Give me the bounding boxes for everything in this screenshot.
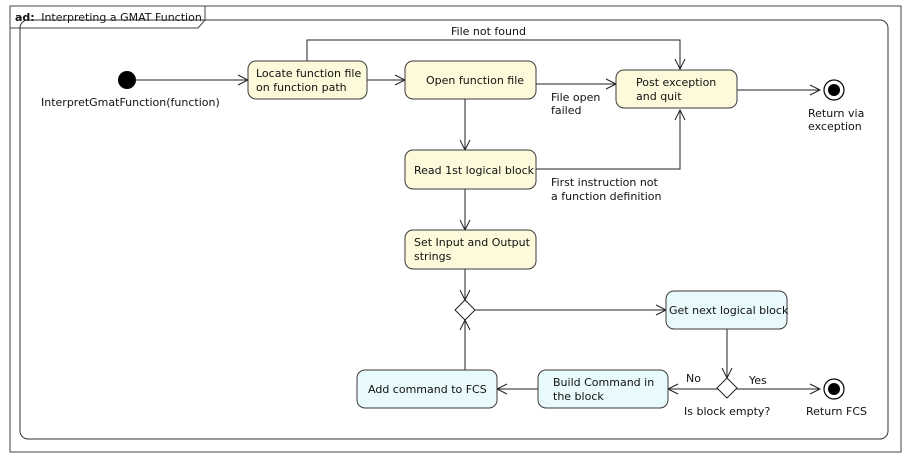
edge-label-no: No <box>686 372 701 385</box>
action-open-function-file: Open function file <box>404 60 537 100</box>
svg-text:Open function file: Open function file <box>426 74 524 87</box>
action-read-logical-block: Read 1st logical block <box>404 149 537 190</box>
frame-header: ad: Interpreting a GMAT Function <box>15 11 202 24</box>
svg-text:strings: strings <box>414 250 452 263</box>
decision-label-is-block-empty: Is block empty? <box>684 405 770 418</box>
block-empty-decision-node <box>716 377 738 399</box>
svg-text:Build Command in: Build Command in <box>553 376 654 389</box>
svg-text:Post exception: Post exception <box>636 76 716 89</box>
action-get-next-logical-block: Get next logical block <box>665 290 789 330</box>
initial-node <box>118 71 136 89</box>
svg-text:Locate function file: Locate function file <box>256 67 361 80</box>
edge-label-file-open-failed-2: failed <box>551 104 581 117</box>
final-node-exception-label-2: exception <box>808 120 862 133</box>
svg-text:Add command to FCS: Add command to FCS <box>368 383 487 396</box>
frame-header-tab <box>10 6 206 29</box>
action-add-command-to-fcs: Add command to FCS <box>356 369 498 409</box>
edge-label-file-not-found: File not found <box>451 25 526 38</box>
edge-label-first-instruction: First instruction not <box>551 176 659 189</box>
final-node-fcs <box>823 378 845 400</box>
initial-node-label: InterpretGmatFunction(function) <box>41 96 220 109</box>
edge-label-first-instruction-2: a function definition <box>551 190 661 203</box>
svg-text:Set Input and Output: Set Input and Output <box>414 236 531 249</box>
edge-label-file-open-failed: File open <box>551 91 600 104</box>
svg-text:Get next logical block: Get next logical block <box>669 304 789 317</box>
final-node-fcs-label: Return FCS <box>806 405 867 418</box>
action-build-command: Build Command in the block <box>537 369 669 409</box>
svg-text:and quit: and quit <box>636 90 682 103</box>
merge-decision-node <box>454 299 476 321</box>
action-post-exception: Post exception and quit <box>615 69 738 109</box>
edge-label-yes: Yes <box>748 374 767 387</box>
final-node-exception-label: Return via <box>808 107 864 120</box>
action-set-input-output-strings: Set Input and Output strings <box>404 229 537 270</box>
activity-boundary <box>19 19 889 440</box>
svg-text:on function path: on function path <box>256 81 347 94</box>
action-locate-function-file: Locate function file on function path <box>247 60 368 100</box>
final-node-exception <box>823 79 845 101</box>
svg-text:the block: the block <box>553 390 604 403</box>
svg-text:Read 1st logical block: Read 1st logical block <box>414 164 535 177</box>
edges <box>136 39 820 390</box>
